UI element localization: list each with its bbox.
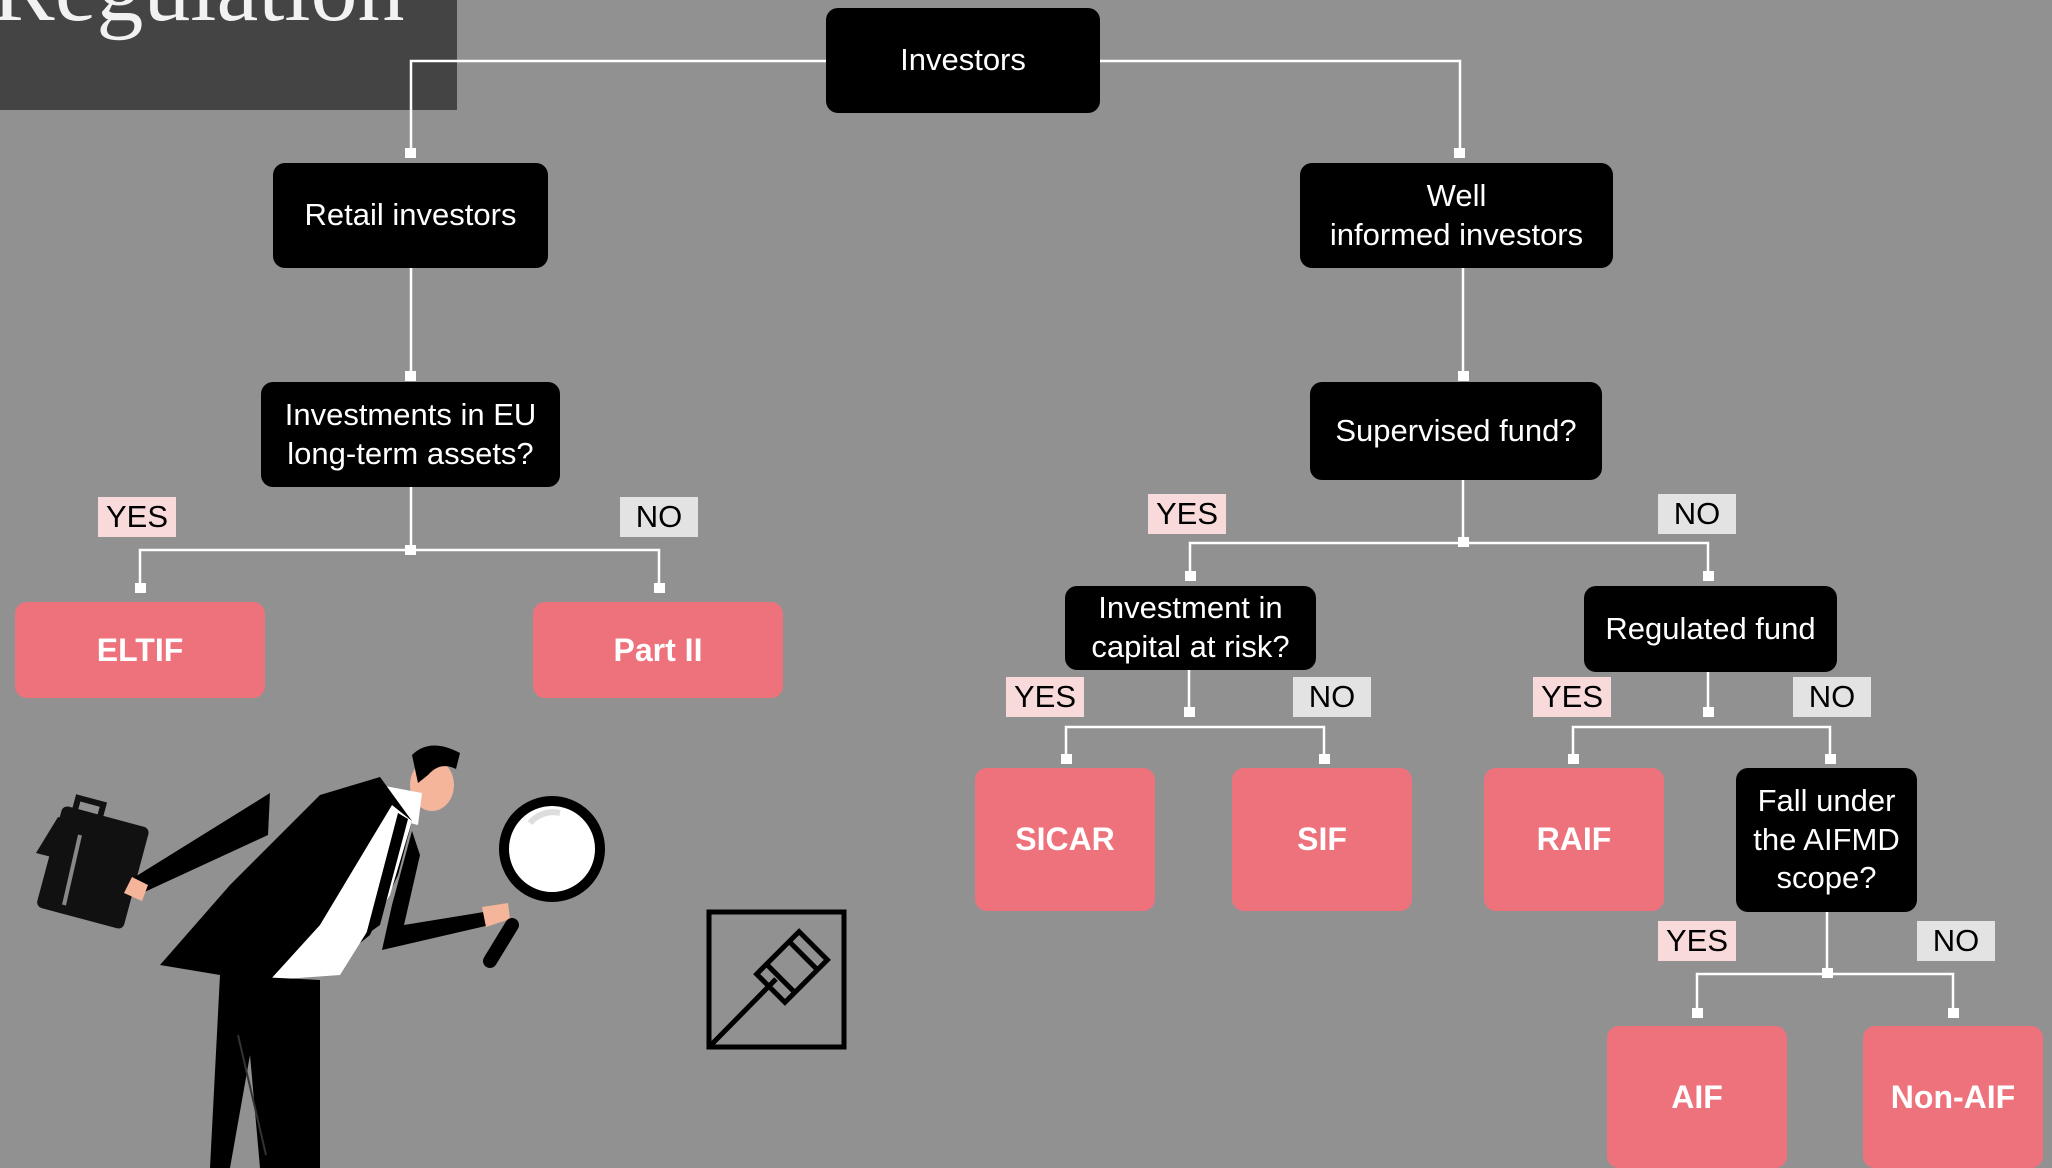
leaf-part-ii: Part II	[533, 602, 783, 698]
connector-aifmd-branches	[1695, 972, 1955, 1013]
tag-capital-no: NO	[1293, 677, 1371, 717]
leaf-sicar: SICAR	[975, 768, 1155, 911]
leaf-non-aif: Non-AIF	[1863, 1026, 2043, 1168]
leaf-eltif: ELTIF	[15, 602, 265, 698]
tag-regulated-yes: YES	[1533, 677, 1611, 717]
node-supervised-fund: Supervised fund?	[1310, 382, 1602, 480]
node-regulated-fund: Regulated fund	[1584, 586, 1837, 672]
page-title: Regulation	[0, 0, 405, 36]
node-retail-investors: Retail investors	[273, 163, 548, 268]
node-aifmd-scope: Fall under the AIFMD scope?	[1736, 768, 1917, 912]
leaf-aif: AIF	[1607, 1026, 1787, 1168]
node-well-informed-investors: Well informed investors	[1300, 163, 1613, 268]
title-band: Regulation	[0, 0, 457, 110]
connector-investors-well-informed	[1100, 59, 1462, 153]
connector-eu-branches	[138, 548, 661, 588]
tag-supervised-no: NO	[1658, 494, 1736, 534]
briefcase-icon	[36, 794, 149, 929]
node-eu-long-term-assets: Investments in EU long-term assets?	[261, 382, 560, 487]
connector-investors-retail	[409, 59, 826, 153]
tag-eu-no: NO	[620, 497, 698, 537]
tag-aifmd-yes: YES	[1658, 921, 1736, 961]
magnifying-glass-icon	[483, 796, 605, 968]
gavel-icon	[706, 909, 847, 1050]
node-capital-at-risk: Investment in capital at risk?	[1065, 586, 1316, 670]
tag-capital-yes: YES	[1006, 677, 1084, 717]
connector-capital-branches	[1064, 725, 1326, 759]
connector-supervised-branches	[1188, 541, 1710, 576]
leaf-raif: RAIF	[1484, 768, 1664, 911]
leaf-sif: SIF	[1232, 768, 1412, 911]
tag-eu-yes: YES	[98, 497, 176, 537]
tag-supervised-yes: YES	[1148, 494, 1226, 534]
businessman-illustration	[36, 745, 605, 1168]
connector-regulated-branches	[1571, 725, 1832, 759]
tag-aifmd-no: NO	[1917, 921, 1995, 961]
tag-regulated-no: NO	[1793, 677, 1871, 717]
node-investors: Investors	[826, 8, 1100, 113]
